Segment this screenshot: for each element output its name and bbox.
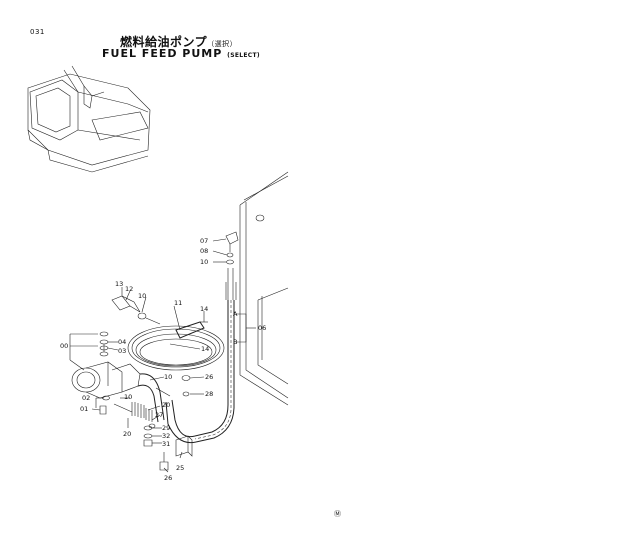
callout-14-coil: 14 (201, 345, 209, 353)
callout-04: 04 (118, 338, 126, 346)
callout-32: 32 (162, 432, 170, 440)
title-english: FUEL FEED PUMP (SELECT) (102, 47, 260, 60)
suction-pipe (225, 231, 239, 300)
switch-springs (113, 402, 156, 429)
title-japanese-sub: （選択） (207, 40, 238, 48)
callout-B: B (233, 338, 237, 346)
callout-00: 00 (60, 342, 68, 350)
callout-20-right: 20 (162, 401, 170, 409)
callout-03: 03 (118, 347, 126, 355)
title-english-main: FUEL FEED PUMP (102, 47, 223, 60)
callout-10-switch: 10 (124, 393, 132, 401)
fuel-tank (239, 171, 289, 406)
callouts: 07 08 10 13 12 10 11 14 00 04 03 14 10 2… (60, 237, 266, 482)
callout-10-nozzle: 10 (138, 292, 146, 300)
callout-26-lower: 26 (164, 474, 172, 482)
location-thumbnail (27, 65, 151, 173)
strainer-nozzle (111, 295, 161, 325)
callout-28: 28 (205, 390, 213, 398)
title-japanese-main: 燃料給油ポンプ (120, 35, 208, 49)
callout-11: 11 (174, 299, 182, 307)
callout-31: 31 (162, 440, 170, 448)
page-number: 031 (30, 28, 45, 36)
callout-12: 12 (125, 285, 133, 293)
callout-07: 07 (200, 237, 208, 245)
delivery-hose (165, 300, 235, 444)
callout-26-upper: 26 (205, 373, 213, 381)
callout-25: 25 (176, 464, 184, 472)
leader-lines (69, 238, 256, 473)
footer-mark: Ⓜ (334, 510, 341, 518)
callout-06: 06 (258, 324, 266, 332)
callout-13: 13 (115, 280, 123, 288)
callout-A: A (233, 310, 238, 318)
coiled-hose (127, 321, 225, 371)
callout-08: 08 (200, 247, 208, 255)
callout-02: 02 (82, 394, 90, 402)
pump-outlet-hose (137, 373, 171, 423)
title-english-sub: (SELECT) (227, 52, 260, 59)
callout-14-top: 14 (200, 305, 208, 313)
callout-27: 27 (155, 411, 163, 419)
callout-10-top: 10 (200, 258, 208, 266)
callout-20-left: 20 (123, 430, 131, 438)
mounting-bracket (159, 435, 193, 471)
callout-01: 01 (80, 405, 88, 413)
callout-10-pump: 10 (164, 373, 172, 381)
callout-29: 29 (162, 424, 170, 432)
title-japanese: 燃料給油ポンプ（選択） (120, 33, 237, 50)
